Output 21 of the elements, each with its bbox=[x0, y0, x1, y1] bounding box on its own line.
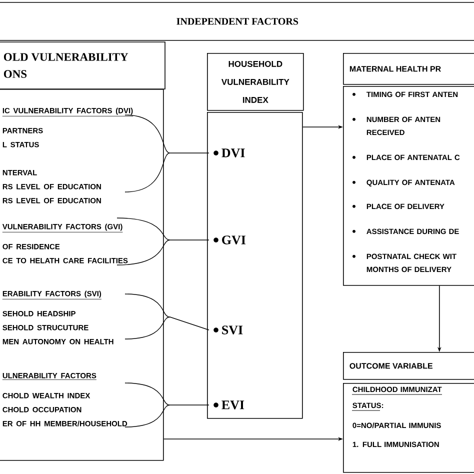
node-label: DVI bbox=[222, 148, 245, 158]
node-label: EVI bbox=[222, 400, 244, 410]
index-item: GVI bbox=[214, 236, 246, 244]
node-label: GVI bbox=[222, 236, 246, 244]
list-box bbox=[343, 86, 474, 286]
curly-brace bbox=[124, 294, 210, 340]
index-item: EVI bbox=[214, 400, 244, 410]
header-box: MATERNAL HEALTH PR bbox=[343, 53, 474, 85]
index-item: SVI bbox=[214, 326, 243, 334]
panel-box bbox=[207, 112, 303, 419]
title-band: INDEPENDENT FACTORS bbox=[0, 2, 474, 41]
header-box: OUTCOME VARIABLE bbox=[343, 352, 474, 380]
outcome-box bbox=[343, 383, 474, 473]
header-box: HOUSEHOLD VULNERABILITY INDEX bbox=[207, 53, 304, 111]
curly-brace bbox=[124, 114, 210, 192]
panel-box bbox=[0, 89, 164, 461]
index-item: DVI bbox=[214, 148, 245, 158]
curly-brace bbox=[124, 382, 210, 428]
node-label: SVI bbox=[222, 326, 243, 334]
curly-brace bbox=[116, 218, 210, 266]
header-box: OLD VULNERABILITY ONS bbox=[0, 42, 166, 90]
